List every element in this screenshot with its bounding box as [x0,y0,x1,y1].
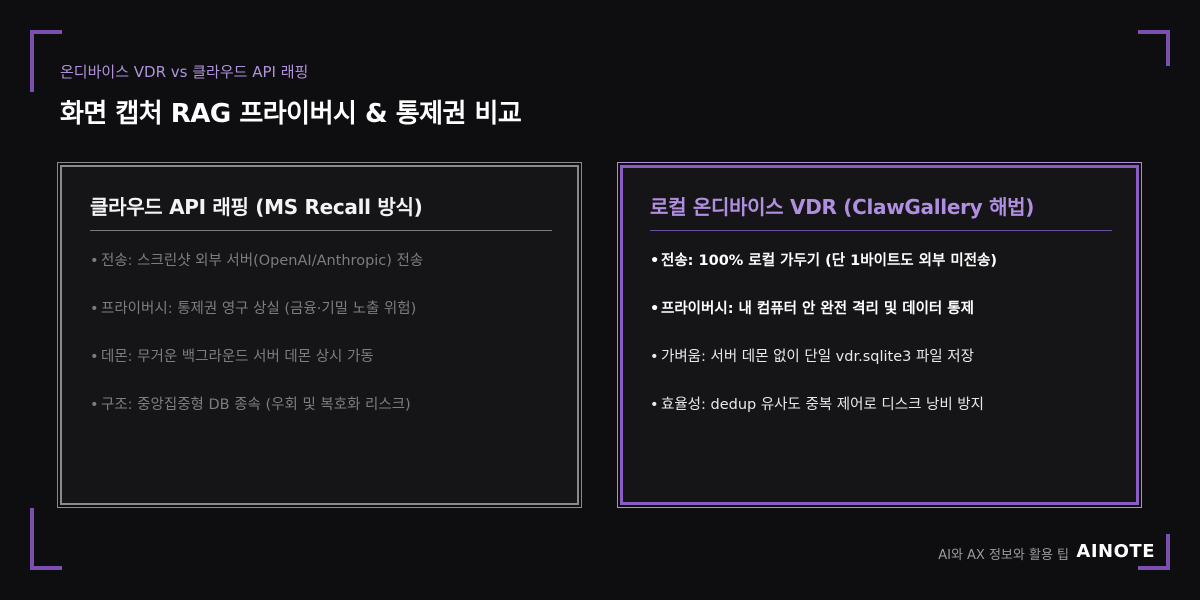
local-panel-outer-frame [617,162,1142,508]
local-vdr-panel: 로컬 온디바이스 VDR (ClawGallery 해법) •전송: 100% … [620,165,1139,505]
local-panel-title: 로컬 온디바이스 VDR (ClawGallery 해법) [650,195,1035,219]
list-item: •전송: 스크린샷 외부 서버(OpenAI/Anthropic) 전송 [90,250,423,298]
list-item-text: 프라이버시: 통제권 영구 상실 (금융·기밀 노출 위험) [101,301,417,317]
list-item-text: 가벼움: 서버 데몬 없이 단일 vdr.sqlite3 파일 저장 [661,349,974,365]
list-item-text: 전송: 100% 로컬 가두기 (단 1바이트도 외부 미전송) [661,253,998,269]
list-item: •구조: 중앙집중형 DB 종속 (우회 및 복호화 리스크) [90,394,423,442]
page-subtitle: 온디바이스 VDR vs 클라우드 API 래핑 [60,63,309,81]
corner-bracket-bottom-right [1138,534,1170,570]
list-item: •프라이버시: 통제권 영구 상실 (금융·기밀 노출 위험) [90,298,423,346]
list-item-text: 전송: 스크린샷 외부 서버(OpenAI/Anthropic) 전송 [101,253,424,269]
cloud-panel-divider [90,230,552,231]
list-item-text: 프라이버시: 내 컴퓨터 안 완전 격리 및 데이터 통제 [661,301,974,317]
footer-tagline: AI와 AX 정보와 활용 팁 [938,548,1069,563]
corner-bracket-top-left [30,30,62,92]
local-panel-list: •전송: 100% 로컬 가두기 (단 1바이트도 외부 미전송) •프라이버시… [650,250,997,442]
corner-bracket-bottom-left [30,508,62,570]
bullet-icon: • [90,253,99,269]
list-item: •효율성: dedup 유사도 중복 제어로 디스크 낭비 방지 [650,394,997,442]
list-item: •데몬: 무거운 백그라운드 서버 데몬 상시 가동 [90,346,423,394]
bullet-icon: • [90,301,99,317]
bullet-icon: • [650,397,659,413]
bullet-icon: • [650,301,660,317]
local-panel-divider [650,230,1112,231]
bullet-icon: • [90,349,99,365]
corner-bracket-top-right [1138,30,1170,66]
cloud-api-panel: 클라우드 API 래핑 (MS Recall 방식) •전송: 스크린샷 외부 … [60,165,579,505]
cloud-panel-list: •전송: 스크린샷 외부 서버(OpenAI/Anthropic) 전송 •프라… [90,250,423,442]
list-item-text: 구조: 중앙집중형 DB 종속 (우회 및 복호화 리스크) [101,397,411,413]
bullet-icon: • [90,397,99,413]
list-item: •프라이버시: 내 컴퓨터 안 완전 격리 및 데이터 통제 [650,298,997,346]
list-item: •가벼움: 서버 데몬 없이 단일 vdr.sqlite3 파일 저장 [650,346,997,394]
list-item-text: 데몬: 무거운 백그라운드 서버 데몬 상시 가동 [101,349,374,365]
brand-logo-text: AINOTE [1076,541,1155,562]
cloud-panel-outer-frame [57,162,582,508]
bullet-icon: • [650,253,660,269]
bullet-icon: • [650,349,659,365]
list-item-text: 효율성: dedup 유사도 중복 제어로 디스크 낭비 방지 [661,397,984,413]
page-title: 화면 캡처 RAG 프라이버시 & 통제권 비교 [60,99,522,129]
list-item: •전송: 100% 로컬 가두기 (단 1바이트도 외부 미전송) [650,250,997,298]
cloud-panel-title: 클라우드 API 래핑 (MS Recall 방식) [90,195,423,219]
